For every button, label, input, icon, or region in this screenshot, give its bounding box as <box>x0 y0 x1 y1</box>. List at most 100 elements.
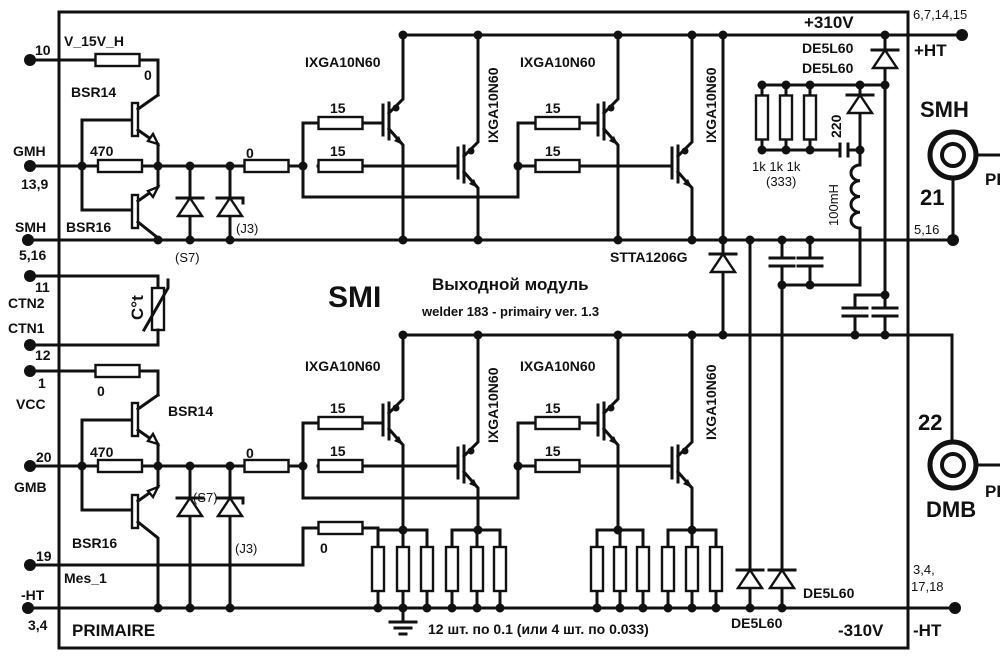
minus-ht-right-pins-1: 3,4, <box>913 562 935 577</box>
zener-diode <box>215 195 245 218</box>
smh-label: SMH <box>15 219 46 235</box>
smh-connector-number: 21 <box>920 185 944 210</box>
inductor-value: 100mH <box>826 184 841 226</box>
mes1-label: Mes_1 <box>64 570 107 586</box>
junction-dot <box>781 80 791 90</box>
junction-dot <box>153 235 163 245</box>
lower-r-series-value: 0 <box>246 445 254 461</box>
junction-dot <box>855 80 865 90</box>
igbt-arrow <box>683 479 692 488</box>
igbt-arrow <box>394 436 403 445</box>
igbt-arrow <box>609 136 618 145</box>
diode <box>175 495 205 518</box>
junction-dot <box>805 80 815 90</box>
junction-dot <box>422 603 432 613</box>
resistor <box>534 458 581 474</box>
pin-12: 12 <box>35 347 51 363</box>
diode <box>767 567 797 590</box>
wire <box>301 421 320 468</box>
junction-dot <box>777 235 787 245</box>
positive-rail-label: +310V <box>804 13 854 32</box>
resistor <box>317 115 364 131</box>
resistor <box>534 115 581 131</box>
resistor <box>317 415 364 431</box>
resistor <box>534 415 581 431</box>
gmb-label: GMB <box>14 479 47 495</box>
igbt-emitter <box>601 426 620 532</box>
dmb-connector-label: DMB <box>926 497 976 522</box>
igbt-2-label: IXGA10N60 <box>485 67 501 143</box>
junction-dot <box>398 330 408 340</box>
igbt-4-label: IXGA10N60 <box>703 67 719 143</box>
junction-dot <box>880 330 890 340</box>
transistor-base <box>130 493 140 530</box>
igbt-emitter <box>386 126 405 242</box>
resistor <box>660 545 676 593</box>
junction-dot <box>472 603 482 613</box>
resistor <box>754 94 770 141</box>
resistor <box>243 458 290 474</box>
resistor <box>243 158 290 174</box>
wire <box>301 121 320 168</box>
igbt-diode-mark <box>392 404 400 412</box>
junction-dot <box>185 603 195 613</box>
subtitle: Выходной модуль <box>432 275 589 294</box>
gate-res-3: 15 <box>545 100 561 116</box>
junction-dot <box>757 80 767 90</box>
r-vcc-value: 0 <box>97 383 105 399</box>
module-frame <box>57 10 910 650</box>
circuit-geometry <box>22 10 1000 650</box>
junction-dot <box>687 330 697 340</box>
junction-dot <box>718 30 728 40</box>
igbt-diode-mark <box>607 404 615 412</box>
igbt-emitter <box>601 126 620 242</box>
r-mes-value: 0 <box>320 540 328 556</box>
bottom-diode-right-label: DE5L60 <box>803 585 855 601</box>
igbt-collector <box>461 33 480 159</box>
junction-dot <box>447 603 457 613</box>
resistor <box>684 545 700 593</box>
section-label: PRIMAIRE <box>72 621 155 640</box>
wire <box>28 526 320 567</box>
upper-s7-label: (S7) <box>175 250 200 265</box>
dmb-cut-label: PI <box>985 482 1000 501</box>
diode <box>175 195 205 218</box>
snubber-res-values: 1k 1k 1k <box>752 159 801 174</box>
zener-diode <box>215 495 245 518</box>
v15-label: V_15V_H <box>64 33 124 49</box>
junction-dot <box>613 235 623 245</box>
title: SMI <box>328 281 381 314</box>
resistor <box>589 545 605 593</box>
junction-dot <box>592 603 602 613</box>
junction-dot <box>495 603 505 613</box>
smh-pins: 5,16 <box>19 247 46 263</box>
igbt-arrow <box>469 479 478 488</box>
gate-res-6: 15 <box>330 443 346 459</box>
junction-dot <box>687 235 697 245</box>
version-note: welder 183 - primairy ver. 1.3 <box>421 304 599 319</box>
shunt-note: 12 шт. по 0.1 (или 4 шт. по 0.033) <box>428 621 649 637</box>
resistor <box>469 545 485 593</box>
igbt-collector <box>601 333 620 416</box>
transistor-base <box>130 401 140 438</box>
igbt-collector <box>461 333 480 459</box>
igbt-1-label: IXGA10N60 <box>305 54 381 70</box>
gate-res-1: 15 <box>330 100 346 116</box>
igbt-3-label: IXGA10N60 <box>520 54 596 70</box>
igbt-diode-mark <box>681 447 689 455</box>
r-v15-value: 0 <box>144 67 152 83</box>
igbt-collector <box>386 33 405 116</box>
junction-dot <box>880 80 890 90</box>
gmh-label: GMH <box>13 143 46 159</box>
resistor <box>419 545 435 593</box>
junction-dot <box>805 235 815 245</box>
junction-dot <box>745 603 755 613</box>
junction-dot <box>185 235 195 245</box>
gate-res-4: 15 <box>545 143 561 159</box>
smh-connector <box>927 129 979 181</box>
resistor <box>94 52 141 68</box>
smh-connector-label: SMH <box>920 97 969 122</box>
diode <box>845 92 875 115</box>
igbt-emitter <box>461 469 480 532</box>
connector-inner <box>940 142 966 168</box>
